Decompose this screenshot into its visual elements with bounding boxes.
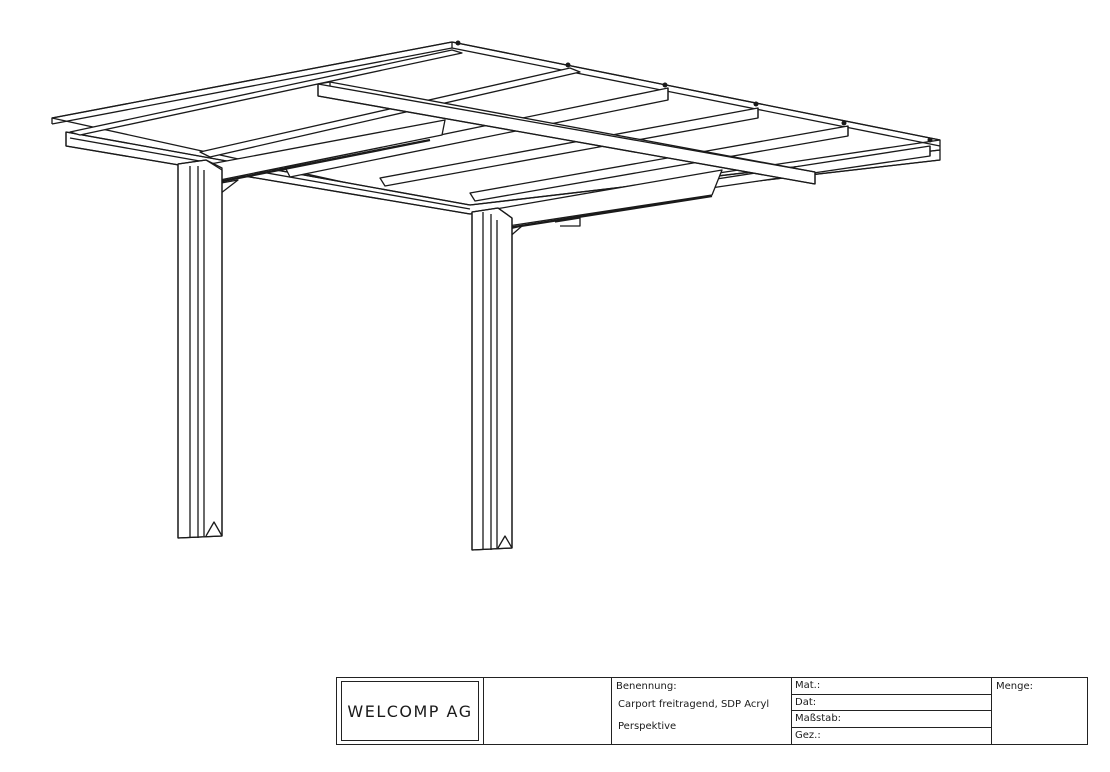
roof-purlins [69, 49, 931, 211]
view-name: Perspektive [618, 721, 677, 732]
gez-row: Gez.: [792, 728, 992, 745]
menge-label: Menge: [996, 681, 1033, 692]
metadata-cell: Mat.: Dat: Maßstab: Gez.: [792, 678, 992, 744]
blank-cell [484, 678, 612, 744]
mat-label: Mat.: [795, 680, 821, 691]
designation-cell: Benennung: Carport freitragend, SDP Acry… [612, 678, 792, 744]
main-top-beam [317, 81, 816, 185]
massstab-row: Maßstab: [792, 711, 992, 728]
title-block: WELCOMP AG Benennung: Carport freitragen… [336, 677, 1088, 745]
massstab-label: Maßstab: [795, 713, 842, 724]
benennung-label: Benennung: [616, 681, 677, 692]
drawing-description: Carport freitragend, SDP Acryl [618, 699, 770, 710]
quantity-cell: Menge: [992, 678, 1087, 744]
company-logo-frame: WELCOMP AG [341, 681, 479, 741]
right-post [471, 207, 513, 551]
mat-row: Mat.: [792, 678, 992, 695]
carport-perspective-drawing [51, 40, 941, 551]
company-name: WELCOMP AG [347, 701, 473, 721]
gez-label: Gez.: [795, 729, 821, 741]
dat-label: Dat: [795, 696, 817, 708]
company-logo-cell: WELCOMP AG [337, 678, 484, 744]
dat-row: Dat: [792, 695, 992, 711]
left-post [177, 159, 223, 539]
roof-fasteners [455, 40, 933, 143]
